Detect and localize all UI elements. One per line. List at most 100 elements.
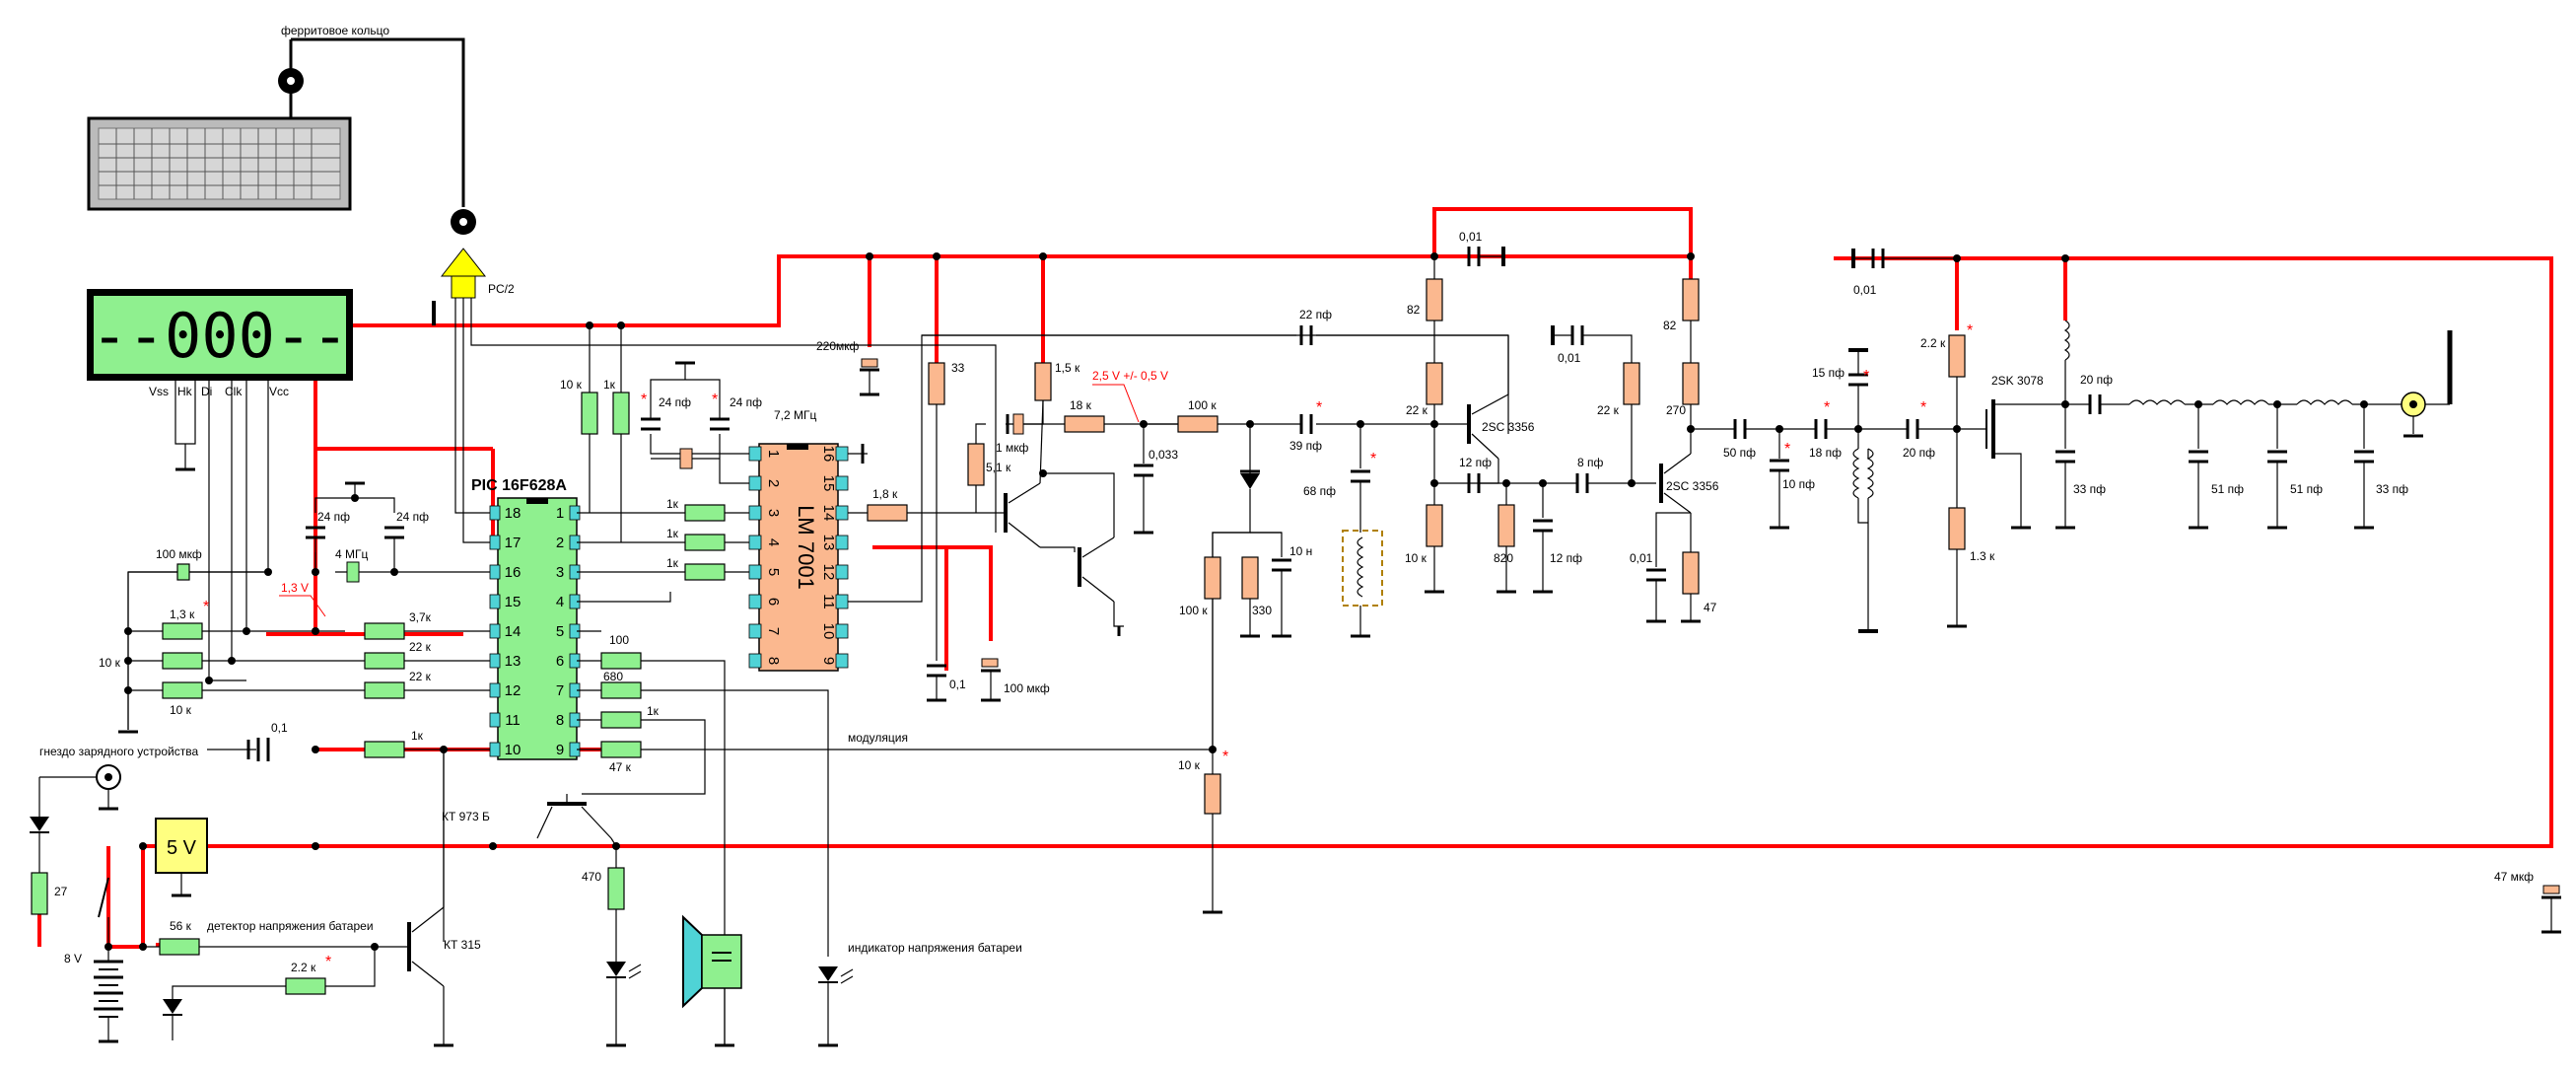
- star-mark: *: [203, 599, 209, 615]
- junction-dot: [2061, 400, 2069, 408]
- label-r-10k-d: 10 к: [1178, 758, 1201, 772]
- star-mark: *: [1863, 368, 1869, 385]
- filter-coil-b: [2212, 399, 2269, 405]
- mcu-pin-10-pad: [489, 742, 501, 757]
- resistor-680b: [600, 681, 642, 699]
- junction-dot: [1502, 479, 1510, 487]
- junction-dot: [124, 627, 132, 635]
- junction-dot: [312, 746, 319, 753]
- resistor-10k-c: [162, 681, 203, 699]
- resistor-47: [1682, 551, 1700, 595]
- resistor-27: [31, 872, 48, 915]
- label-r-82-b: 82: [1663, 319, 1677, 332]
- resistor-10k-b: [162, 652, 203, 670]
- label-c-24p-d: 24 пф: [730, 395, 762, 409]
- mcu-pin-2-number: 2: [556, 535, 564, 551]
- pll-pin-15-number: 15: [820, 475, 837, 492]
- resistor-1k5: [1034, 362, 1052, 401]
- junction-dot: [205, 677, 213, 684]
- junction-dot: [1953, 254, 1961, 262]
- junction-dot: [264, 568, 272, 576]
- junction-dot: [1039, 252, 1047, 260]
- resistor-10k-e: [1426, 504, 1443, 547]
- pll-pin-5-pad: [748, 564, 762, 580]
- junction-dot: [1539, 479, 1547, 487]
- mcu-pin-5-number: 5: [556, 623, 564, 640]
- label-c-100u-b: 100 мкф: [1004, 681, 1050, 695]
- pll-pin-11-number: 11: [820, 594, 837, 609]
- mcu-pin-10-number: 10: [505, 742, 522, 758]
- junction-dot: [612, 842, 620, 850]
- resistor-5k1: [967, 443, 985, 486]
- diode-jack: [30, 817, 49, 831]
- label-r-10k-a: 10 к: [560, 378, 583, 392]
- junction-dot: [1687, 252, 1695, 260]
- pll-pin-5-number: 5: [765, 568, 782, 576]
- label-c-12p-a: 12 пф: [1459, 456, 1492, 469]
- label-c-24p-c: 24 пф: [659, 395, 691, 409]
- label-c-20p-b: 20 пф: [2080, 373, 2113, 387]
- star-mark: *: [1967, 322, 1973, 339]
- resistor-1k-d: [684, 534, 726, 551]
- label-r-680: 680: [603, 670, 623, 683]
- speaker-icon: [682, 914, 742, 1009]
- label-r-100k-a: 100 к: [1188, 398, 1217, 412]
- label-r-1k-b: 1к: [411, 729, 424, 743]
- junction-dot: [139, 943, 147, 951]
- label-kt973: КТ 973 Б: [442, 810, 490, 823]
- resistor-22k-d: [1623, 362, 1640, 405]
- junction-dot: [351, 494, 359, 502]
- label-r-1k-e: 1к: [647, 704, 660, 718]
- pll-pin-7-number: 7: [765, 627, 782, 635]
- mcu-pin-1-number: 1: [556, 505, 564, 522]
- label-r-100: 100: [609, 633, 629, 647]
- antenna-icon: [2401, 330, 2453, 438]
- star-mark: *: [712, 392, 718, 408]
- choke-l1: [2063, 320, 2070, 361]
- label-c-0u01-a: 0,01: [1459, 230, 1483, 244]
- junction-dot: [586, 322, 593, 329]
- junction-dot: [2061, 254, 2069, 262]
- cap-100u-a: [176, 563, 190, 581]
- label-crystal-7m2: 7,2 МГц: [774, 408, 817, 422]
- label-kt315: КТ 315: [444, 938, 481, 952]
- star-mark: *: [1316, 399, 1322, 416]
- label-c-50p: 50 пф: [1723, 446, 1756, 460]
- resistor-1k3: [162, 622, 203, 640]
- tank-coil-shield: [1342, 530, 1383, 607]
- filter-coil-c: [2296, 399, 2353, 405]
- resistor-3k7: [364, 622, 405, 640]
- resistor-10k-d: [1204, 773, 1221, 815]
- transistor-kt973: [536, 794, 612, 839]
- resistor-470: [607, 867, 625, 910]
- mcu-pin-14-number: 14: [505, 623, 522, 640]
- cap-100u-b: [981, 658, 999, 668]
- junction-dot: [139, 842, 147, 850]
- resistor-82-a: [1426, 278, 1443, 322]
- resistor-100k-a: [1177, 415, 1218, 433]
- label-q-rf1: 2SC 3356: [1482, 420, 1535, 434]
- varicap-diode: [1240, 473, 1260, 489]
- mcu-pin-17-number: 17: [505, 535, 522, 551]
- transistor-kt315: [407, 906, 445, 987]
- label-r-1k3-b: 1.3 к: [1970, 549, 1995, 563]
- star-mark: *: [1920, 399, 1926, 416]
- resistor-270: [1682, 362, 1700, 405]
- power-switch[interactable]: [98, 877, 109, 918]
- junction-dot: [312, 627, 319, 635]
- label-r-10k-b: 10 к: [99, 656, 121, 670]
- label-battery-indicator: индикатор напряжения батареи: [848, 941, 1022, 955]
- label-c-47u: 47 мкф: [2494, 870, 2534, 884]
- label-r-47k: 47 к: [609, 760, 632, 774]
- junction-dot: [1430, 252, 1438, 260]
- mcu-pin-6-number: 6: [556, 653, 564, 670]
- label-c-68p: 68 пф: [1303, 484, 1336, 498]
- transistor-vco-b: [1078, 536, 1115, 603]
- pll-pin-13-number: 13: [820, 535, 837, 551]
- crystal-4mhz: [346, 561, 360, 583]
- label-q-rf2: 2SC 3356: [1666, 479, 1719, 493]
- disp-pin-di: Di: [201, 385, 212, 398]
- junction-dot: [312, 842, 319, 850]
